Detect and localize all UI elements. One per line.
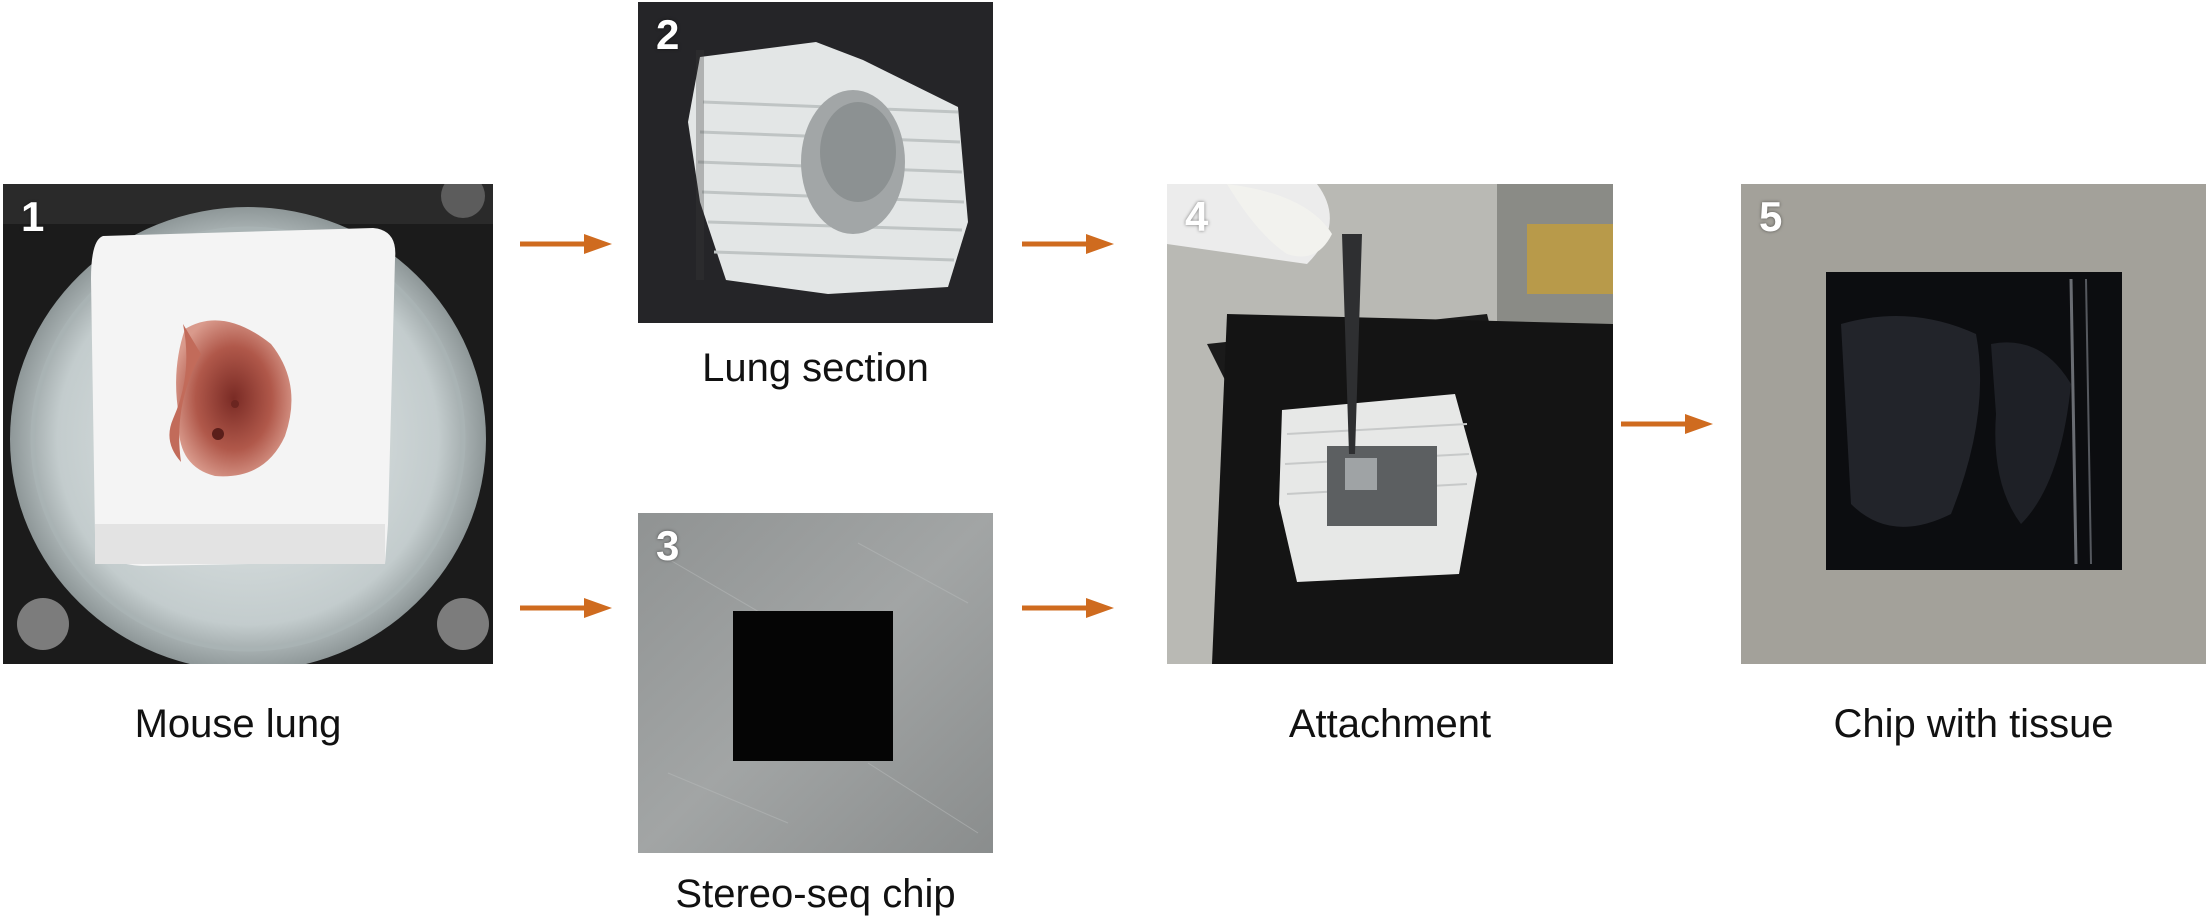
caption-attachment: Attachment bbox=[1288, 702, 1492, 746]
step-number-label: 4 bbox=[1185, 193, 1209, 240]
panel-2-lung-section-photo: 2 bbox=[638, 2, 993, 323]
arrow-4-to-5-icon bbox=[1621, 412, 1713, 436]
arrow-2-to-4-icon bbox=[1022, 232, 1114, 256]
panel-3-stereo-seq-chip-photo: 3 bbox=[638, 513, 993, 853]
caption-mouse-lung: Mouse lung bbox=[134, 702, 342, 746]
step-number-label: 2 bbox=[656, 11, 680, 58]
arrow-1-to-3-icon bbox=[520, 596, 612, 620]
panel-4-attachment-photo: 4 bbox=[1167, 184, 1613, 664]
step-number-label: 5 bbox=[1759, 193, 1783, 240]
arrow-3-to-4-icon bbox=[1022, 596, 1114, 620]
caption-chip-with-tissue: Chip with tissue bbox=[1833, 702, 2114, 746]
step-number-label: 3 bbox=[656, 522, 680, 569]
arrow-1-to-2-icon bbox=[520, 232, 612, 256]
caption-stereo-seq-chip: Stereo-seq chip bbox=[675, 872, 956, 916]
step-number-label: 1 bbox=[21, 193, 45, 240]
panel-5-chip-with-tissue-photo: 5 bbox=[1741, 184, 2206, 664]
panel-1-mouse-lung-photo: 1 bbox=[3, 184, 493, 664]
caption-lung-section: Lung section bbox=[702, 346, 929, 390]
